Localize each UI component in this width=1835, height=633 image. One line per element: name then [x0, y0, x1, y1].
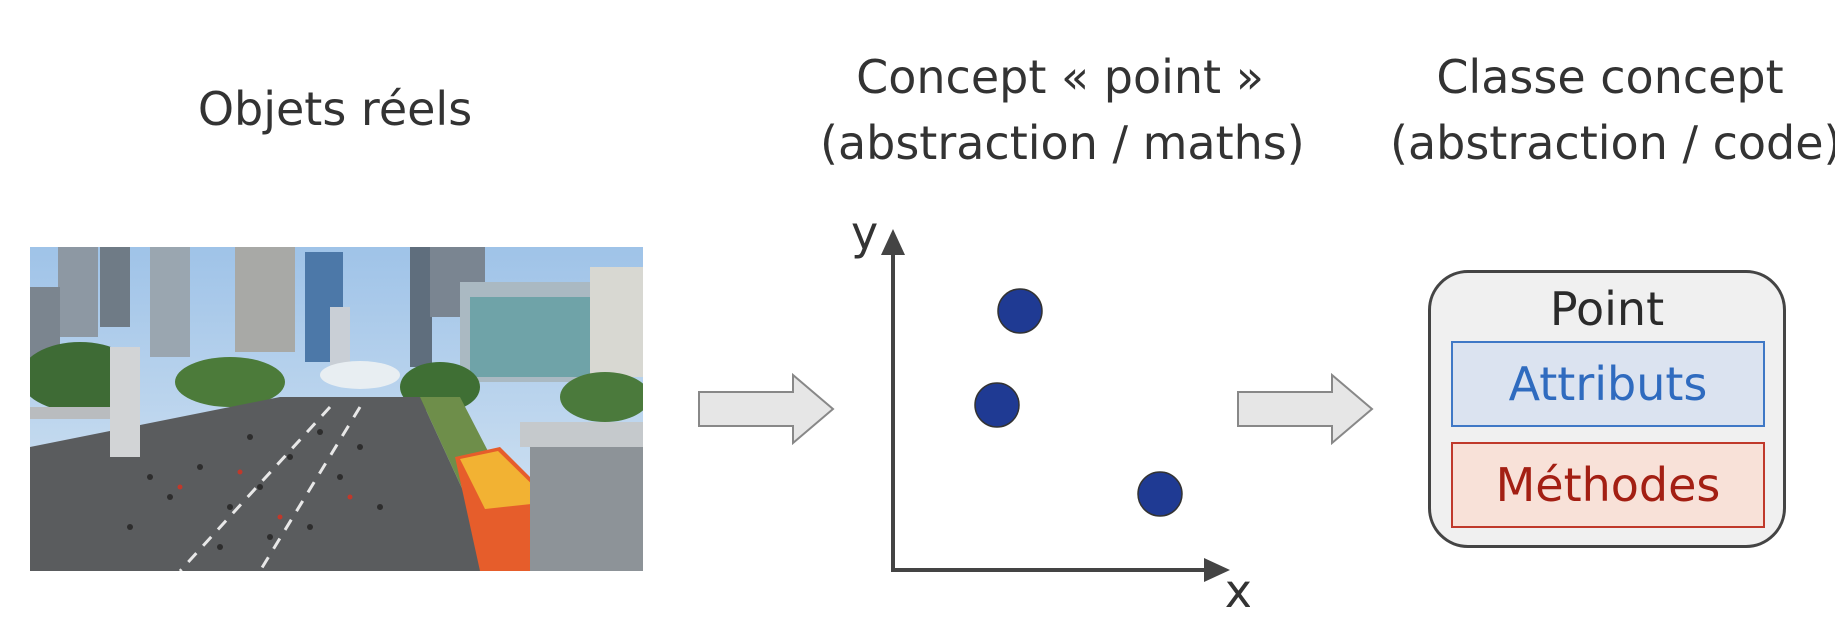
right-arrow-icon — [698, 372, 835, 446]
point-marker — [997, 288, 1043, 334]
y-axis-arrowhead — [881, 229, 905, 255]
class-name: Point — [1549, 282, 1665, 336]
heading-concept-line-2: (abstraction / maths) — [820, 116, 1305, 170]
x-axis-arrowhead — [1204, 558, 1230, 582]
city-street-illustration — [30, 247, 643, 571]
heading-class-line-2: (abstraction / code) — [1390, 116, 1835, 170]
point-marker — [1137, 471, 1183, 517]
city-street-photo — [30, 247, 643, 571]
arrow-shape — [1237, 372, 1374, 446]
point-axes: y x — [851, 206, 1252, 618]
arrow-concept-to-class — [1236, 372, 1376, 449]
heading-class-concept: Classe concept (abstraction / code) — [1390, 44, 1835, 176]
concept-point-plot: y x — [830, 206, 1252, 619]
heading-real-objects-text: Objets réels — [197, 82, 473, 136]
arrow-shape — [698, 372, 835, 446]
right-arrow-icon — [1237, 372, 1374, 446]
heading-real-objects: Objets réels — [30, 76, 640, 142]
y-axis-label: y — [851, 215, 878, 260]
class-point-box: Point Attributs Méthodes — [1428, 270, 1786, 548]
point-marker — [974, 382, 1020, 428]
class-attributes-section: Attributs — [1451, 341, 1765, 427]
heading-concept-point: Concept « point » (abstraction / maths) — [820, 44, 1305, 176]
heading-class-line-1: Classe concept — [1436, 50, 1784, 104]
heading-concept-line-1: Concept « point » — [856, 50, 1264, 104]
arrow-real-to-concept — [697, 372, 837, 449]
x-axis-label: x — [1225, 564, 1250, 615]
class-methods-section: Méthodes — [1451, 442, 1765, 528]
